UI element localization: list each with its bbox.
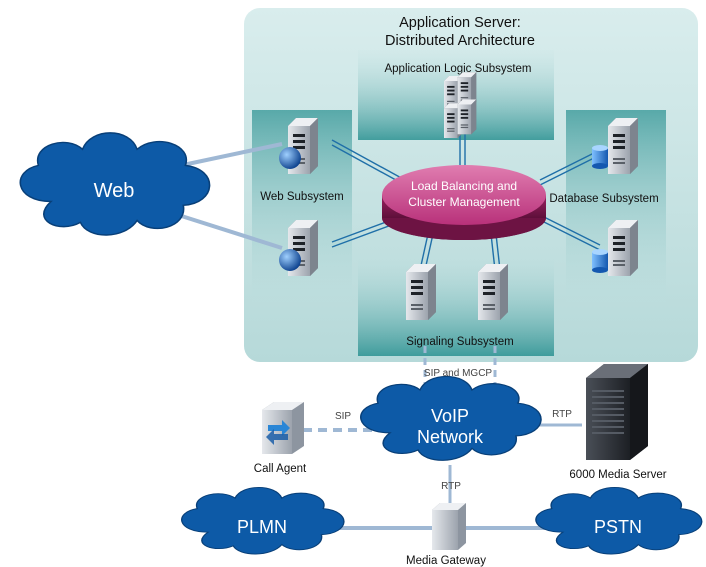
media-gateway-icon	[432, 503, 466, 550]
signaling-server-left	[406, 264, 436, 320]
app-logic-label: Application Logic Subsystem	[384, 63, 531, 75]
signaling-region	[358, 256, 554, 356]
globe-icon-bottom	[279, 249, 301, 271]
rtp-gateway-label: RTP	[441, 481, 461, 492]
rtp-media-server-label: RTP	[552, 409, 572, 420]
db-server-bottom	[608, 220, 638, 276]
plmn-label: PLMN	[237, 517, 287, 537]
voip-label-line1: VoIP	[431, 406, 469, 426]
call-agent-label: Call Agent	[254, 463, 307, 475]
sip-mgcp-label: SIP and MGCP	[424, 368, 493, 379]
hub-label-line2: Cluster Management	[408, 195, 520, 209]
voip-label-line2: Network	[417, 427, 484, 447]
media-server-icon	[586, 364, 648, 460]
web-cloud-label: Web	[94, 180, 135, 202]
panel-title-line1: Application Server:	[399, 15, 521, 31]
database-subsystem-label: Database Subsystem	[549, 193, 658, 205]
db-cylinder-top-icon	[592, 145, 608, 169]
db-cylinder-bottom-icon	[592, 249, 608, 273]
load-balancing-hub	[382, 165, 546, 240]
web-subsystem-label: Web Subsystem	[260, 191, 344, 203]
panel-title-line2: Distributed Architecture	[385, 33, 535, 49]
hub-label-line1: Load Balancing and	[411, 179, 517, 193]
signaling-subsystem-label: Signaling Subsystem	[406, 336, 513, 348]
pstn-label: PSTN	[594, 517, 642, 537]
media-gateway-label: Media Gateway	[406, 555, 486, 567]
app-logic-servers	[444, 72, 477, 138]
call-agent-icon	[262, 402, 304, 454]
globe-icon-top	[279, 147, 301, 169]
sip-label: SIP	[335, 411, 351, 422]
media-server-label: 6000 Media Server	[569, 469, 666, 481]
signaling-server-right	[478, 264, 508, 320]
db-server-top	[608, 118, 638, 174]
